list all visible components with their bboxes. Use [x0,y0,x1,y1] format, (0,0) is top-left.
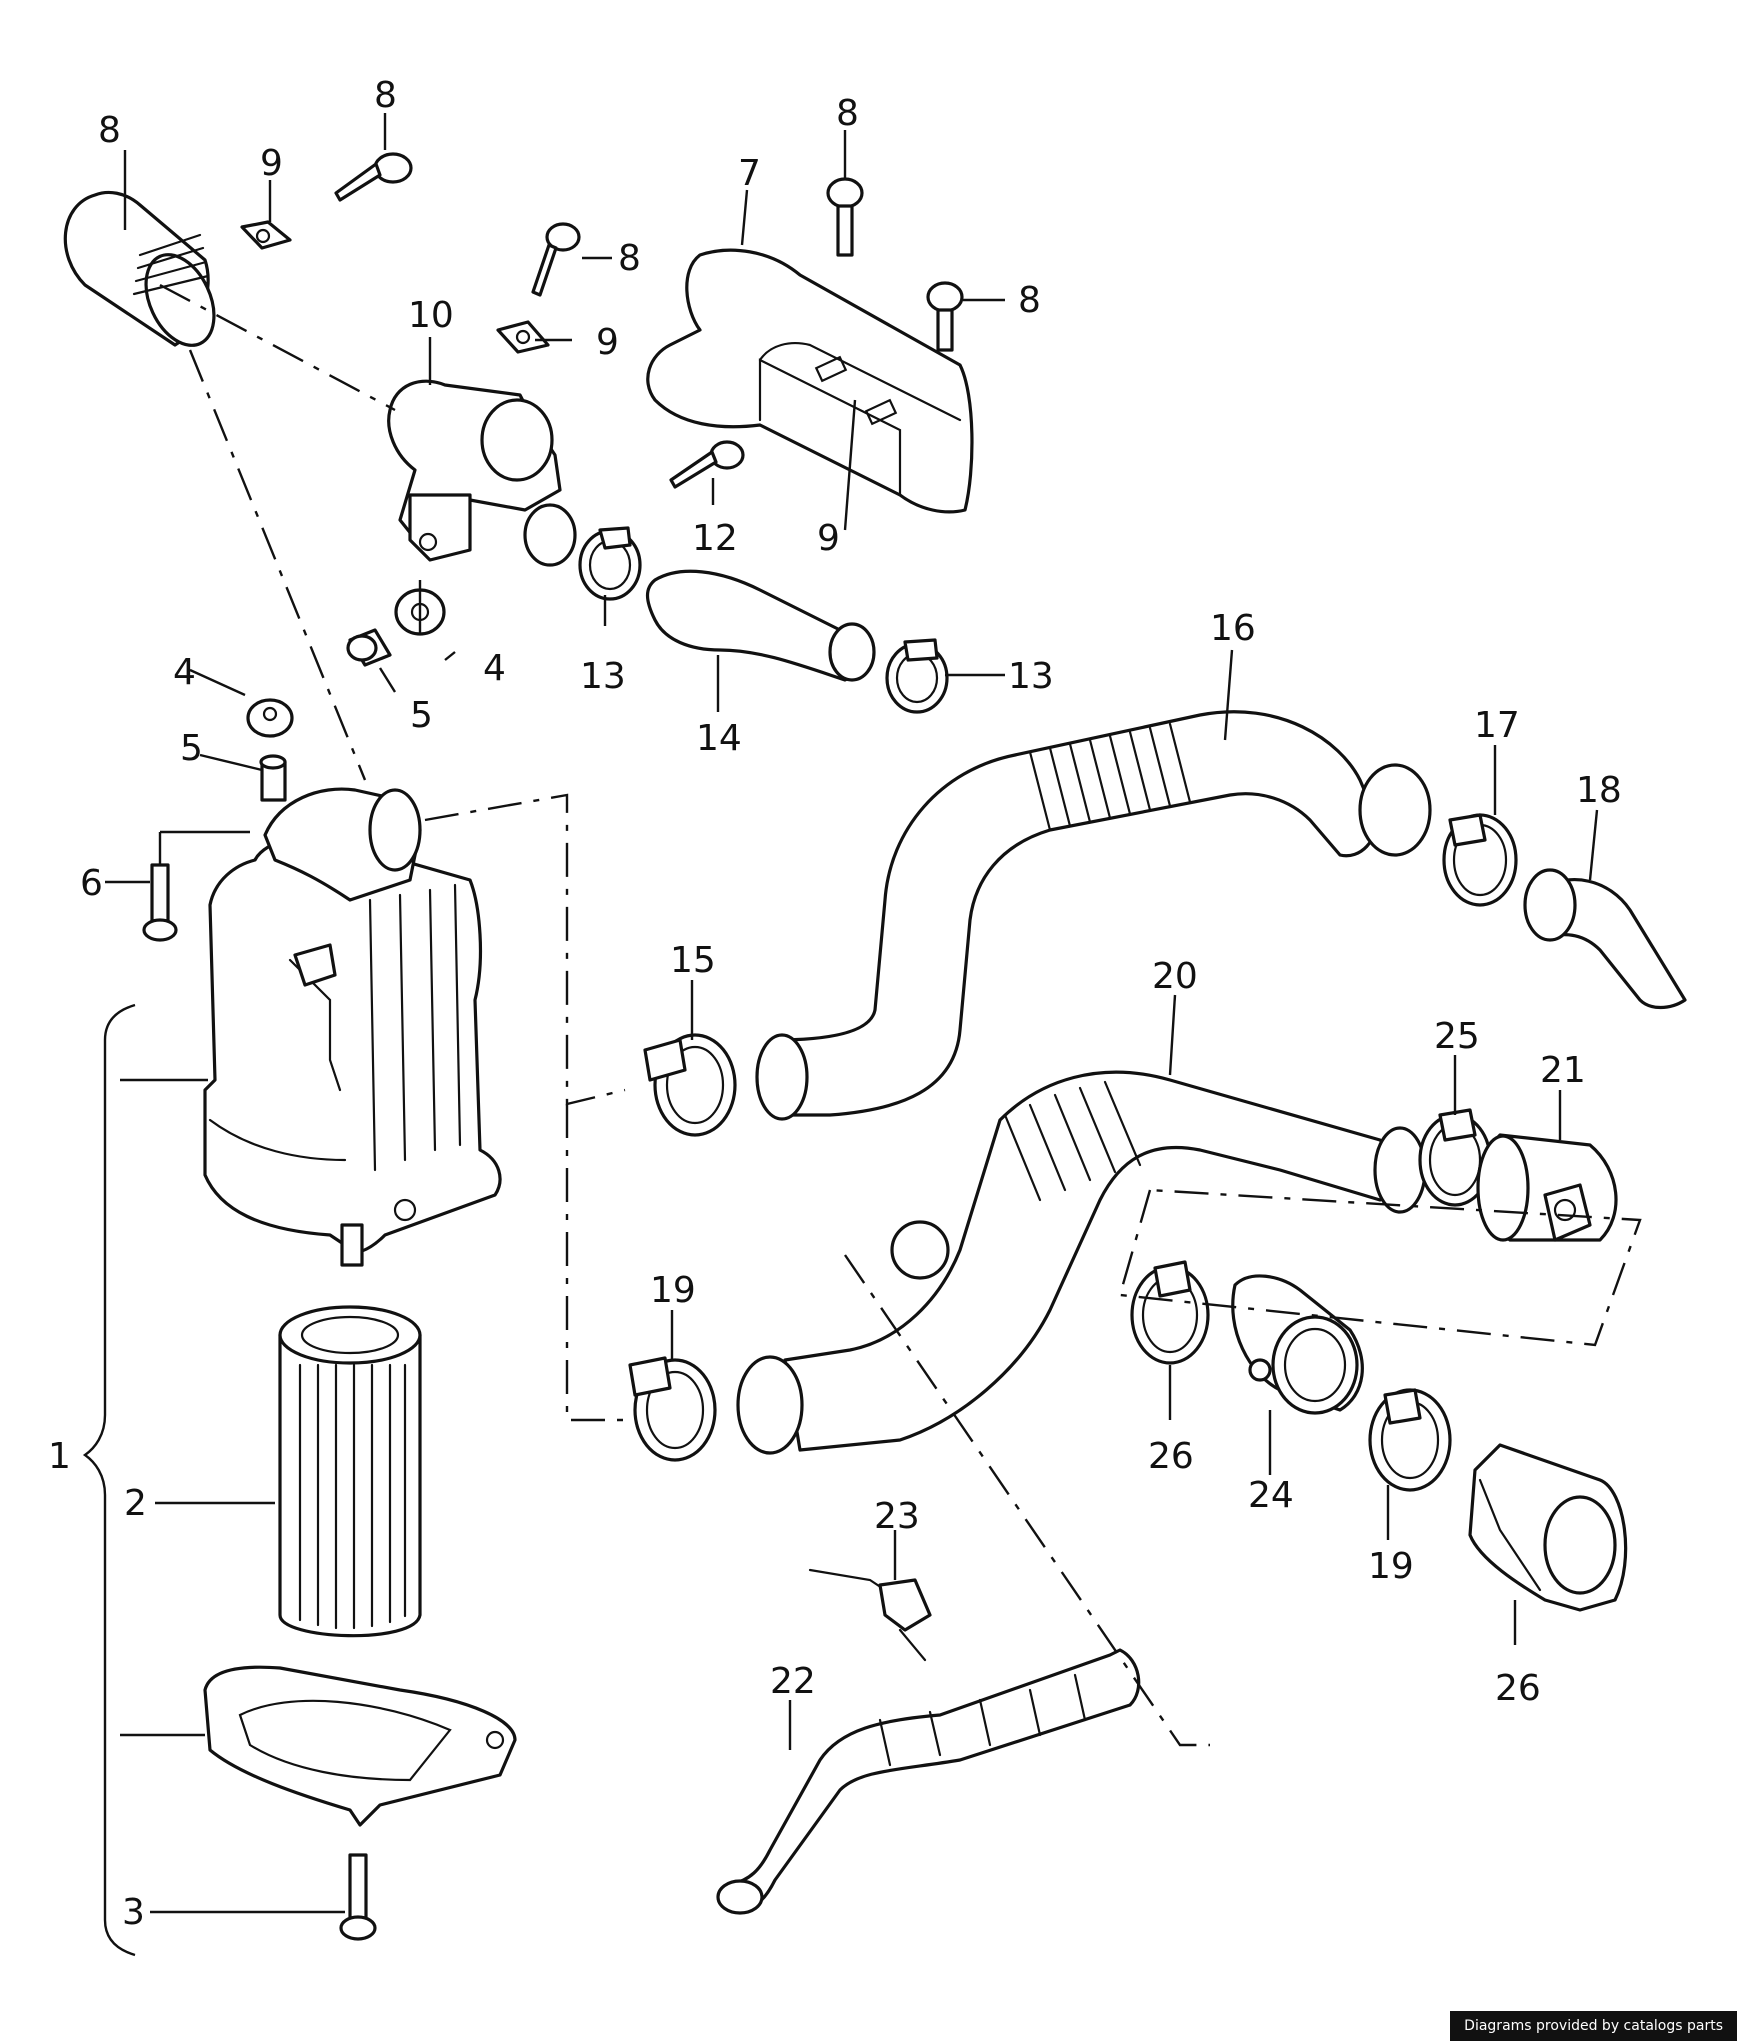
part-26-throttle-body [1468,1443,1628,1612]
callout-8: 8 [618,238,641,279]
callout-19: 19 [650,1270,696,1311]
callout-9: 9 [596,322,619,363]
part-6-bolt [142,863,178,942]
part-14-hose [645,569,876,682]
callout-17: 17 [1474,705,1520,746]
callout-4: 4 [483,648,506,689]
part-5-sleeve-upper [346,628,392,667]
part-10-y-connector [387,379,577,567]
part-15-clamp [643,1033,737,1137]
part-8-screw-center [531,222,581,297]
callout-24: 24 [1248,1475,1294,1516]
part-24-connector [1231,1274,1364,1415]
callout-9: 9 [260,143,283,184]
callout-9: 9 [817,518,840,559]
callout-8: 8 [374,75,397,116]
part-12-screw [669,440,745,489]
callout-13: 13 [1008,656,1054,697]
callout-23: 23 [874,1496,920,1537]
assembly-lines [159,283,1642,1747]
callout-3: 3 [122,1892,145,1933]
callout-11: 8 [98,110,121,151]
callout-22: 22 [770,1661,816,1702]
callout-12: 12 [692,518,738,559]
callout-5: 5 [180,728,203,769]
part-19-clamp-left [628,1356,717,1462]
callout-18: 18 [1576,770,1622,811]
part-25-clamp-lower [1130,1260,1210,1365]
part-1-housing-lower-cover [203,1665,517,1827]
callout-20: 20 [1152,956,1198,997]
callout-16: 16 [1210,608,1256,649]
part-3-bolt [339,1853,377,1941]
part-9-clip-center [496,320,550,354]
callout-25: 26 [1148,1436,1194,1477]
part-8-screw-upper-left [334,152,413,202]
part-16-intake-hose [755,710,1432,1121]
callout-13: 13 [580,656,626,697]
part-19-clamp-right [1368,1388,1452,1492]
callout-26: 26 [1495,1668,1541,1709]
callout-8: 8 [836,93,859,134]
part-2-filter-element [278,1305,422,1638]
part-9-clip-upper-left [240,220,292,250]
part-4-grommet-left [246,698,294,738]
callout-numbers: 8 8 9 8 9 8 8 7 10 12 9 4 5 13 14 13 16 … [48,75,1622,1933]
callout-14: 14 [696,718,742,759]
part-13-clamp-left [578,526,642,601]
part-18-hose [1523,868,1687,1010]
callout-21: 21 [1540,1050,1586,1091]
part-8-screw-right [926,281,964,352]
part-11-intake-snorkel [63,190,216,347]
part-20-intake-pipe [736,1070,1427,1455]
part-1-air-filter-housing [203,787,502,1267]
part-8-screw-upper-right [826,177,864,257]
callout-5: 5 [410,695,433,736]
callout-19: 19 [1368,1546,1414,1587]
part-17-clamp [1442,813,1518,907]
callout-4: 4 [173,652,196,693]
credit-banner: Diagrams provided by catalogs parts [1450,2011,1737,2041]
part-23-hose-clip [808,1568,932,1662]
leader-lines [82,113,1599,1957]
callout-1: 1 [48,1436,71,1477]
callout-10: 10 [408,295,454,336]
callout-8: 8 [1018,280,1041,321]
part-22-breather-hose [716,1648,1141,1915]
part-13-clamp-right [885,638,949,714]
callout-6: 6 [80,863,103,904]
part-5-sleeve-left [259,754,287,802]
callout-25: 25 [1434,1016,1480,1057]
part-7-air-duct [646,248,974,514]
part-21-airflow-sensor [1476,1133,1618,1242]
callout-15: 15 [670,940,716,981]
callout-7: 7 [738,153,761,194]
callout-2: 2 [124,1483,147,1524]
part-25-clamp-upper [1418,1108,1492,1207]
